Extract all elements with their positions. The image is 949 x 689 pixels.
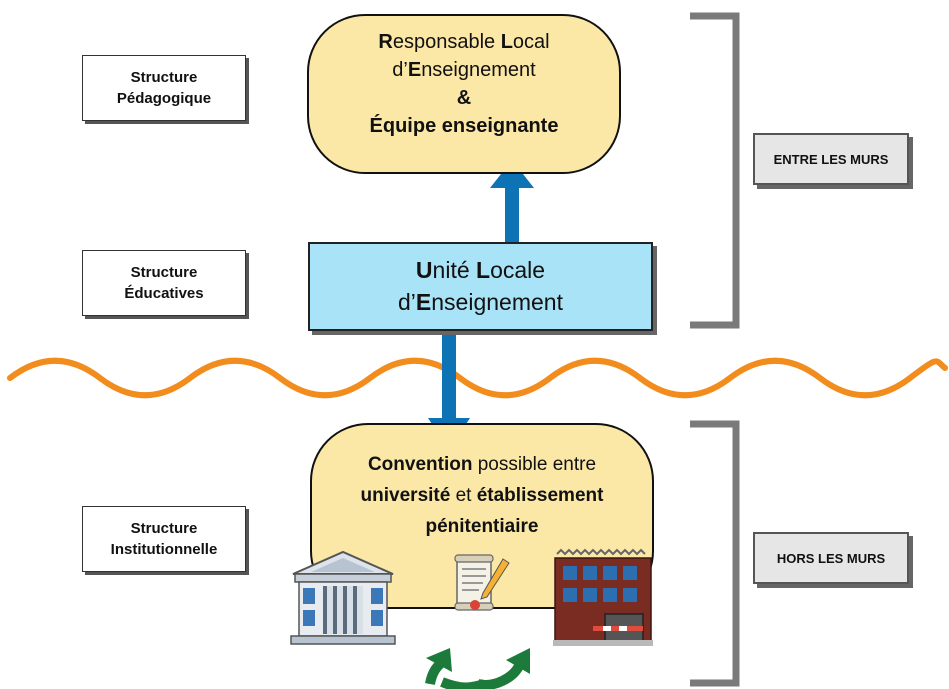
text: ocal (512, 31, 550, 53)
label-hors-les-murs: HORS LES MURS (753, 532, 909, 584)
arrow-up-shaft (505, 185, 519, 257)
text: établissement (476, 485, 604, 506)
label-line: Structure (130, 520, 198, 537)
arrow-down-shaft (442, 323, 456, 423)
text: d’ (398, 289, 416, 315)
ule-line-1: Unité Locale (310, 254, 651, 286)
university-icon (290, 550, 396, 645)
ule-line-2: d’Enseignement (310, 286, 651, 318)
label-structure-institutionnelle: Structure Institutionnelle (82, 506, 246, 572)
convention-line-2: université et établissement (312, 480, 652, 511)
prison-icon (553, 548, 653, 646)
text: Convention (367, 454, 473, 475)
contract-icon (454, 554, 510, 611)
label-text: HORS LES MURS (776, 550, 886, 566)
responsable-line-2: d’Enseignement (309, 56, 619, 84)
text: nseignement (431, 289, 563, 315)
label-line: Structure (130, 69, 198, 86)
equipe-enseignante: Équipe enseignante (369, 115, 559, 137)
initial: U (415, 257, 433, 283)
text: université (360, 485, 451, 506)
text: nseignement (421, 59, 536, 81)
bracket-hors-les-murs (690, 420, 740, 687)
convention-line-1: Convention possible entre (312, 449, 652, 480)
label-structure-pedagogique: Structure Pédagogique (82, 55, 246, 121)
label-structure-educatives: Structure Éducatives (82, 250, 246, 316)
initial: E (407, 59, 422, 81)
initial: L (500, 31, 513, 53)
text: et (450, 485, 477, 506)
text: esponsable (392, 31, 501, 53)
arrow-up-head (490, 160, 534, 188)
responsable-line-1: Responsable Local (309, 28, 619, 56)
text: possible entre (472, 454, 597, 475)
wall-wave (7, 357, 948, 399)
responsable-local-blob: Responsable Local d’Enseignement & Équip… (307, 14, 621, 174)
bracket-entre-les-murs (690, 12, 740, 329)
swap-arrows-icon (425, 648, 530, 689)
label-line: Institutionnelle (110, 541, 218, 558)
text: d’ (392, 59, 408, 81)
label-line: Éducatives (124, 285, 204, 302)
responsable-ampersand: & (456, 87, 472, 109)
label-entre-les-murs: ENTRE LES MURS (753, 133, 909, 185)
unite-locale-enseignement-box: Unité Locale d’Enseignement (308, 242, 653, 331)
initial: L (476, 257, 491, 283)
text: ocale (490, 257, 546, 283)
initial: R (378, 31, 393, 53)
label-line: Pédagogique (116, 90, 212, 107)
initial: E (415, 289, 432, 315)
convention-line-3: pénitentiaire (425, 516, 539, 537)
text: nité (432, 257, 477, 283)
label-text: ENTRE LES MURS (773, 151, 889, 167)
label-line: Structure (130, 264, 198, 281)
